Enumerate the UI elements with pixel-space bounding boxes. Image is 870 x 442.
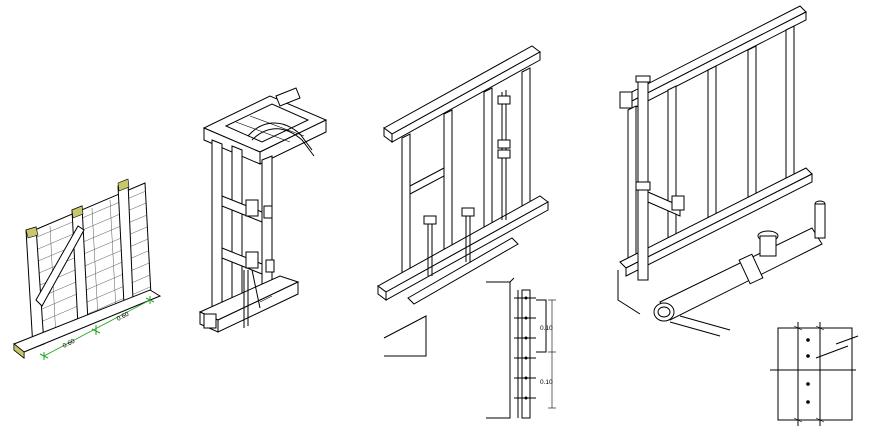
sheathed-wall-panel: 0.60 0.60 [13, 178, 162, 360]
plumbing-wall-frame [377, 45, 549, 357]
box-side-upper [263, 205, 273, 219]
drainage-wall-frame [617, 5, 826, 337]
column-stud-right [261, 155, 273, 301]
conduit-pipes [243, 122, 315, 328]
top-inner-opening [224, 103, 310, 143]
wall-stud-1 [401, 133, 411, 287]
wall-stud-3 [483, 87, 493, 243]
section-dimension-lower: 0.10 [540, 379, 553, 386]
cross-member [275, 87, 301, 107]
electrical-box-upper [245, 199, 259, 217]
wall-stud-4 [521, 67, 531, 223]
floor-edge [383, 315, 427, 357]
drain-wall-stud-3 [707, 65, 717, 231]
section-detail: 0.10 0.10 [486, 277, 556, 419]
section-wall [521, 289, 531, 419]
foundation-edge [617, 270, 641, 315]
electrical-box-lower [245, 251, 259, 269]
bottom-sole-lower [385, 201, 549, 301]
drain-wall-stud-4 [747, 45, 757, 211]
dimension-line [43, 299, 151, 357]
top-plate-lower [391, 51, 541, 143]
detail-box [777, 327, 853, 421]
top-plate [383, 45, 541, 135]
diagonal-brace [35, 225, 85, 307]
stud-section-detail [770, 322, 859, 426]
top-plate-end [619, 91, 633, 109]
dimension-label-left: 0.60 [62, 338, 77, 350]
section-outline [486, 281, 511, 419]
column-stud-left [211, 139, 223, 313]
column-stud-mid [231, 145, 243, 317]
drain-wall-stud-2 [667, 85, 677, 249]
top-beam-side [259, 119, 327, 165]
drain-pipe [407, 237, 519, 305]
drain-wall-bottom-front [625, 173, 813, 277]
drain-wall-stud-1 [627, 105, 637, 267]
stud-cap-middle [71, 205, 84, 219]
sill-side [217, 281, 299, 333]
sill-end-block [203, 313, 217, 329]
section-dimension-upper: 0.10 [540, 325, 553, 332]
vent-stack [635, 75, 685, 281]
stud-cap-right [117, 178, 130, 192]
stud-cap-left [25, 226, 39, 239]
drain-wall-stud-5 [785, 25, 795, 191]
framed-column-assembly [198, 87, 328, 333]
supply-pipes [423, 90, 511, 276]
plate-cap [13, 343, 25, 359]
upper-top-plate-lower [629, 11, 807, 111]
box-side-lower [265, 259, 275, 273]
main-drain-pipe [653, 200, 826, 322]
wall-stud-2 [443, 109, 453, 265]
dimension-markers [39, 296, 155, 360]
section-fasteners [514, 296, 536, 400]
window-header [409, 167, 445, 195]
